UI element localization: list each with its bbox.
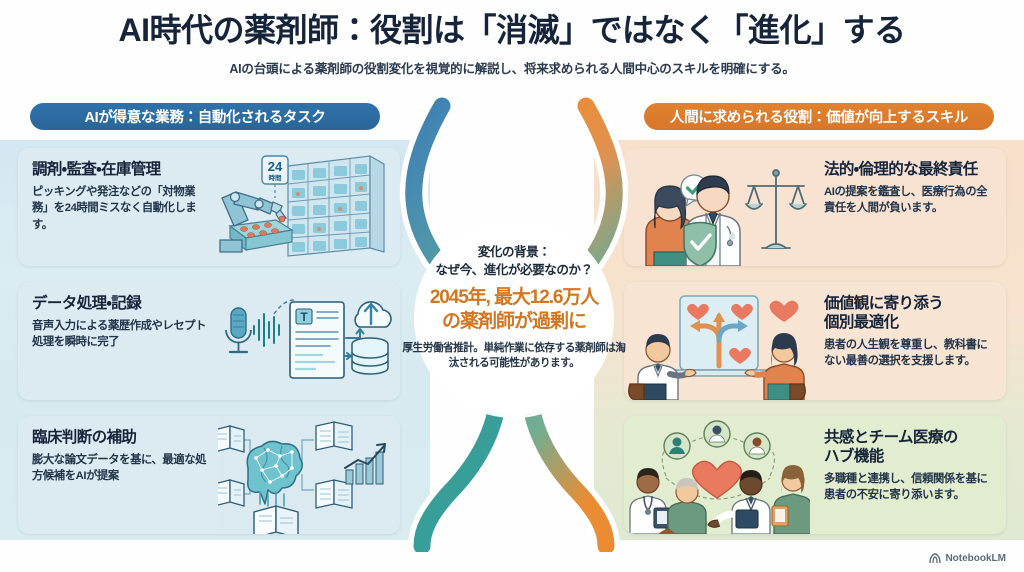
- card-heading: 調剤・監査・在庫管理: [32, 161, 161, 178]
- book-icon: [315, 421, 353, 451]
- right-card-legal-responsibility: 法的・倫理的な最終責任 AIの提案を鑑査し、医療行為の全責任を人間が負います。: [624, 148, 1006, 266]
- badge-24-value: 24: [268, 159, 283, 174]
- card-heading: 共感とチーム医療の ハブ機能: [824, 429, 994, 467]
- card-text: 法的・倫理的な最終責任 AIの提案を鑑査し、医療行為の全責任を人間が負います。: [810, 148, 1006, 266]
- center-statistic-line1: 2045年, 最大12.6万人: [429, 287, 599, 309]
- left-card-dispensing: 調剤・監査・在庫管理 ピッキングや発注などの「対物業務」を24時間ミスなく自動化…: [18, 148, 400, 266]
- center-callout: 変化の背景： なぜ今、進化が必要なのか？ 2045年, 最大12.6万人 の薬剤…: [400, 244, 628, 371]
- center-callout-disc: [418, 222, 610, 414]
- center-question-line1: 変化の背景：: [477, 245, 551, 259]
- card-body: 膨大な論文データを基に、最適な処方候補をAIが提案: [32, 453, 207, 483]
- voice-data-flow-icon: T: [218, 282, 400, 400]
- book-icon: [253, 505, 299, 534]
- pharmacist-shield-scales-icon: [624, 148, 810, 266]
- ai-brain-network-icon: [218, 416, 400, 534]
- svg-text:T: T: [300, 310, 308, 324]
- left-card-clinical-support: 臨床判断の補助 膨大な論文データを基に、最適な処方候補をAIが提案: [18, 416, 400, 534]
- right-card-team-hub: 共感とチーム医療の ハブ機能 多職種と連携し、信頼関係を基に患者の不安に寄り添い…: [624, 416, 1006, 534]
- book-icon: [315, 479, 353, 509]
- card-heading-line1: 共感とチーム医療の: [824, 429, 958, 446]
- card-text: 価値観に寄り添う 個別最適化 患者の人生観を尊重し、教科書にない最善の選択を支援…: [810, 282, 1006, 400]
- card-heading: 価値観に寄り添う 個別最適化: [824, 295, 994, 333]
- card-heading: 臨床判断の補助: [32, 429, 137, 446]
- card-text: 臨床判断の補助 膨大な論文データを基に、最適な処方候補をAIが提案: [18, 416, 218, 534]
- card-body: 多職種と連携し、信頼関係を基に患者の不安に寄り添います。: [824, 472, 988, 502]
- care-team-heart-icon: [624, 416, 810, 534]
- card-body: 音声入力による薬歴作成やレセプト処理を瞬時に完了: [32, 319, 207, 349]
- card-heading: データ処理・記録: [32, 295, 142, 312]
- badge-24-unit: 時間: [269, 173, 283, 182]
- card-body: 患者の人生観を尊重し、教科書にない最善の選択を支援します。: [824, 338, 988, 368]
- book-icon: [218, 479, 245, 507]
- card-text: 調剤・監査・在庫管理 ピッキングや発注などの「対物業務」を24時間ミスなく自動化…: [18, 148, 218, 266]
- card-body: ピッキングや発注などの「対物業務」を24時間ミスなく自動化します。: [32, 185, 197, 231]
- card-text: 共感とチーム医療の ハブ機能 多職種と連携し、信頼関係を基に患者の不安に寄り添い…: [810, 416, 1006, 534]
- consultation-choices-icon: [624, 282, 810, 400]
- card-text: データ処理・記録 音声入力による薬歴作成やレセプト処理を瞬時に完了: [18, 282, 218, 400]
- robot-arm-icon: 24 時間: [218, 148, 400, 266]
- notebooklm-icon: [929, 553, 942, 564]
- center-question-line2: なぜ今、進化が必要なのか？: [435, 262, 593, 277]
- card-heading-line1: 価値観に寄り添う: [824, 295, 944, 312]
- card-heading-line2: 個別最適化: [824, 313, 899, 331]
- center-statistic-line2: の薬剤師が過剰に: [441, 311, 587, 332]
- left-column-header: AIが得意な業務：自動化されるタスク: [30, 103, 380, 130]
- page-subtitle: AIの台頭による薬剤師の役割変化を視覚的に解説し、将来求められる人間中心のスキル…: [229, 62, 795, 76]
- page-title: AI時代の薬剤師：役割は「消滅」ではなく「進化」する: [118, 12, 906, 48]
- card-body: AIの提案を鑑査し、医療行為の全責任を人間が負います。: [824, 185, 988, 215]
- growth-chart-icon: [344, 443, 386, 485]
- right-column-header: 人間に求められる役割：価値が向上するスキル: [644, 103, 994, 130]
- card-heading-line2: ハブ機能: [824, 447, 884, 465]
- card-heading: 法的・倫理的な最終責任: [824, 161, 978, 178]
- watermark: NotebookLM: [929, 553, 1006, 564]
- center-source-note: 厚生労働省推計。単純作業に依存する薬剤師は淘汰される可能性があります。: [402, 341, 626, 369]
- book-icon: [218, 425, 245, 453]
- watermark-label: NotebookLM: [945, 553, 1006, 564]
- right-card-personalization: 価値観に寄り添う 個別最適化 患者の人生観を尊重し、教科書にない最善の選択を支援…: [624, 282, 1006, 400]
- left-card-data-processing: データ処理・記録 音声入力による薬歴作成やレセプト処理を瞬時に完了: [18, 282, 400, 400]
